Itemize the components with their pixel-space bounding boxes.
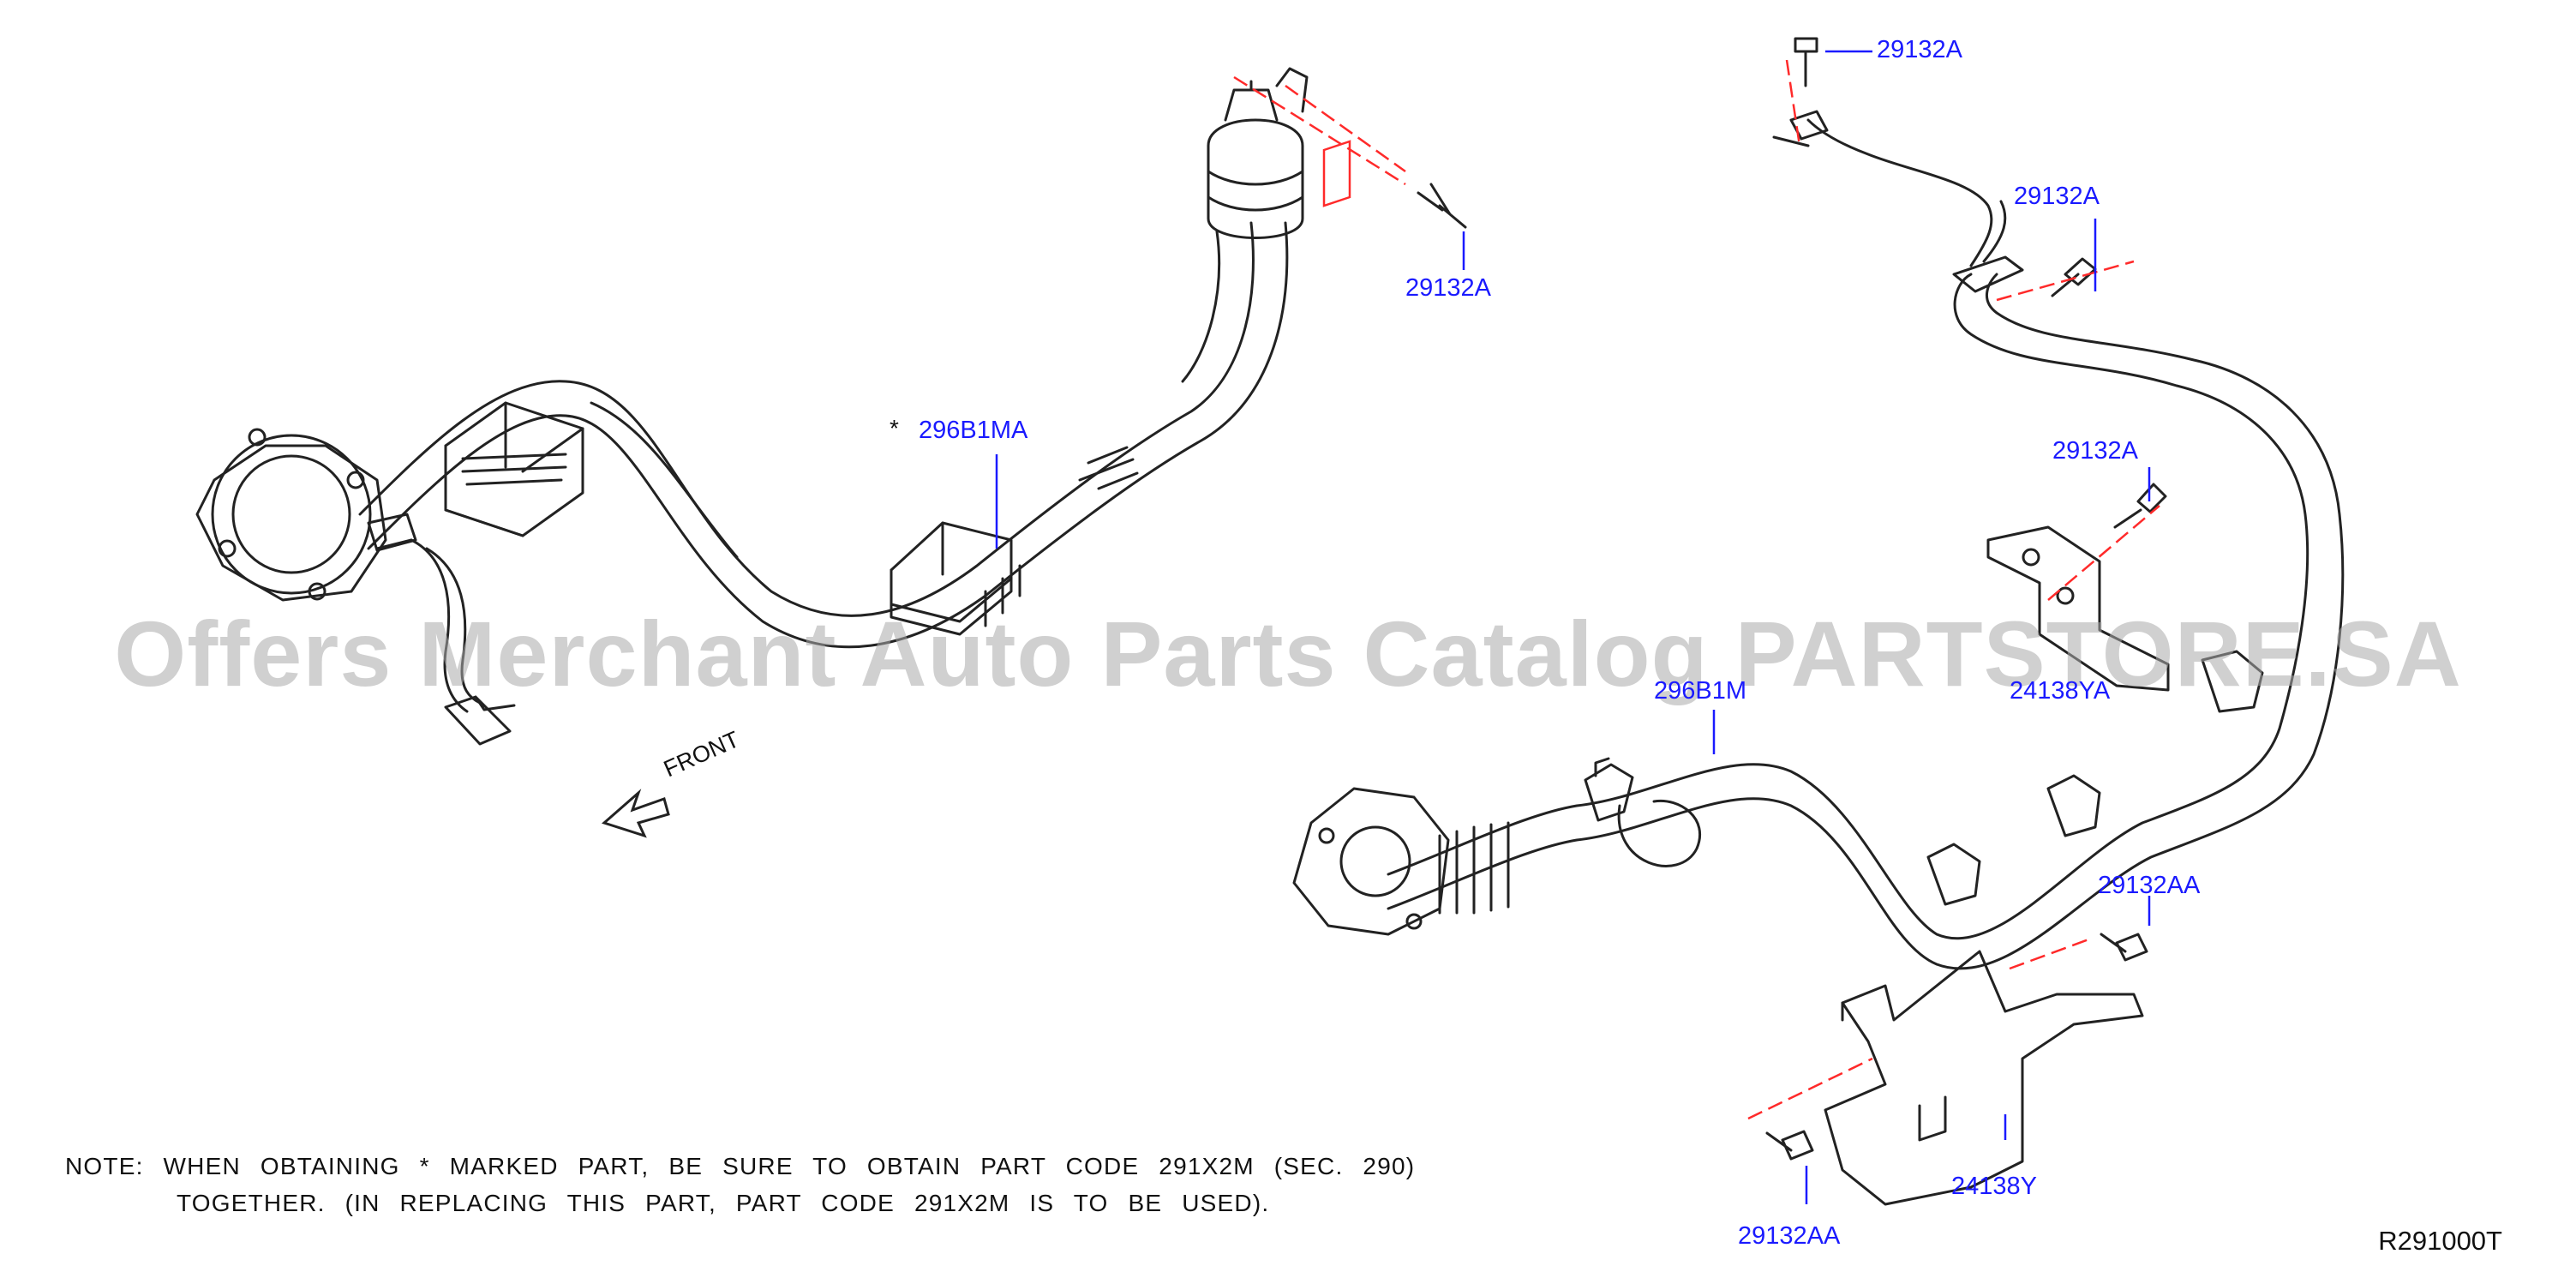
callout-24138ya[interactable]: 24138YA	[2010, 677, 2111, 705]
callout-24138y[interactable]: 24138Y	[1951, 1173, 2037, 1200]
note-line-2: TOGETHER. (IN REPLACING THIS PART, PART …	[177, 1190, 1270, 1216]
callout-29132a-3[interactable]: 29132A	[2014, 183, 2100, 210]
callout-29132a-2[interactable]: 29132A	[1877, 36, 1962, 63]
callout-296b1ma[interactable]: 296B1MA	[919, 417, 1028, 444]
watermark: Offers Merchant Auto Parts Catalog PARTS…	[114, 602, 2462, 705]
callout-29132a-1[interactable]: 29132A	[1405, 274, 1491, 302]
harness-296b1ma	[195, 67, 1309, 746]
harness-296b1m	[1292, 110, 2345, 1206]
callout-29132a-4[interactable]: 29132A	[2052, 437, 2138, 465]
callout-29132aa-2[interactable]: 29132AA	[1738, 1222, 1841, 1250]
callout-296b1m[interactable]: 296B1M	[1654, 677, 1747, 705]
reference-code: R291000T	[2378, 1226, 2502, 1256]
asterisk-mark: *	[890, 415, 899, 441]
note-line-1: NOTE: WHEN OBTAINING * MARKED PART, BE S…	[65, 1153, 1416, 1179]
front-arrow-icon	[602, 789, 670, 838]
callout-29132aa-1[interactable]: 29132AA	[2098, 872, 2201, 899]
